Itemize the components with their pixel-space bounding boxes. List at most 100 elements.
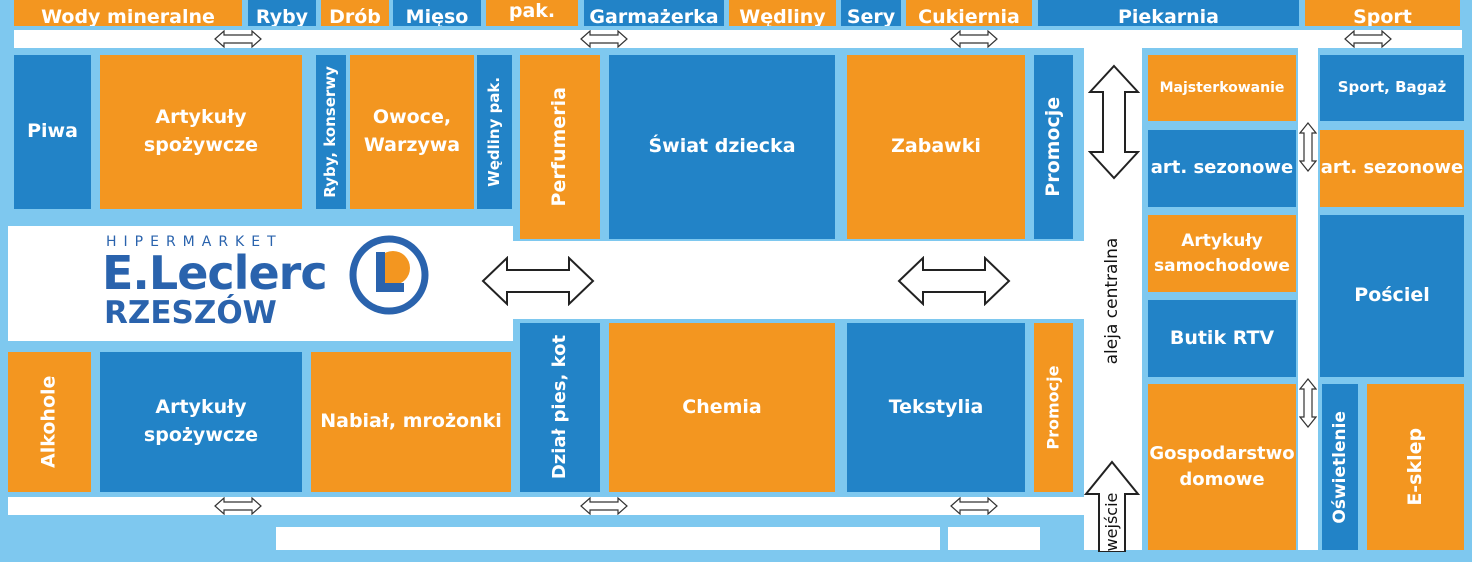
section-tekstylia[interactable]: Tekstylia <box>847 323 1025 492</box>
section-nabial-mrozonki[interactable]: Nabiał, mrożonki <box>311 352 511 492</box>
section-wody-mineralne[interactable]: Wody mineralne <box>14 0 242 26</box>
section-label: Wody mineralne <box>41 6 215 26</box>
section-label: Sport <box>1353 6 1412 26</box>
section-label: Wędliny <box>739 6 826 26</box>
section-artykuly-spozywcze-upper[interactable]: Artykuły spożywcze <box>100 55 302 209</box>
section-promocje-lower[interactable]: Promocje <box>1034 323 1073 492</box>
section-e-sklep[interactable]: E-sklep <box>1367 384 1464 550</box>
section-piekarnia[interactable]: Piekarnia <box>1038 0 1299 26</box>
section-label: Pościel <box>1354 284 1430 307</box>
section-pak[interactable]: pak. <box>486 0 578 26</box>
section-label: Artykuły samochodowe <box>1154 230 1290 276</box>
double-arrow-icon <box>950 30 998 48</box>
section-label: Zabawki <box>891 135 981 158</box>
small-vertical-arrow-icon <box>1299 378 1317 428</box>
section-label: Oświetlenie <box>1329 410 1350 524</box>
aisle-bottom <box>8 497 1084 515</box>
section-chemia[interactable]: Chemia <box>609 323 835 492</box>
section-label: Perfumeria <box>548 87 571 207</box>
section-artykuly-samochodowe[interactable]: Artykuły samochodowe <box>1148 215 1296 292</box>
large-double-arrow-icon <box>481 256 595 306</box>
section-posciel[interactable]: Pościel <box>1320 215 1464 377</box>
section-label: Artykuły spożywcze <box>143 106 259 156</box>
store-logo: HIPERMARKET E.Leclerc RZESZÓW <box>8 226 513 341</box>
section-label: Piekarnia <box>1117 6 1219 26</box>
section-label: Wędliny pak. <box>484 77 503 187</box>
section-sport-bagaz[interactable]: Sport, Bagaż <box>1320 55 1464 121</box>
section-label: Świat dziecka <box>648 135 796 158</box>
section-label: Promocje <box>1041 97 1064 197</box>
section-label: Alkohole <box>37 375 60 469</box>
section-piwa[interactable]: Piwa <box>14 55 91 209</box>
section-label: Butik RTV <box>1169 326 1275 349</box>
section-garmazerka[interactable]: Garmażerka <box>584 0 724 26</box>
section-art-sezonowe-right[interactable]: art. sezonowe <box>1320 130 1464 207</box>
logo-hypermarket: HIPERMARKET <box>106 234 283 250</box>
section-label: art. sezonowe <box>1150 157 1294 179</box>
section-ryby-top[interactable]: Ryby <box>248 0 316 26</box>
section-label: Piwa <box>27 120 78 143</box>
section-label: Nabiał, mrożonki <box>320 410 502 433</box>
entrance-arrow-icon <box>1084 460 1140 552</box>
aisle-bottom-strip <box>276 527 940 550</box>
double-arrow-icon <box>950 497 998 515</box>
section-label: Cukiernia <box>918 6 1020 26</box>
aleja-centralna-label: aleja centralna <box>1102 226 1124 376</box>
section-artykuly-spozywcze-lower[interactable]: Artykuły spożywcze <box>100 352 302 492</box>
section-wedliny-pak[interactable]: Wędliny pak. <box>477 55 512 209</box>
section-label: Sport, Bagaż <box>1337 78 1447 97</box>
section-ryby-konserwy[interactable]: Ryby, konserwy <box>316 55 346 209</box>
section-wedliny-top[interactable]: Wędliny <box>729 0 836 26</box>
double-arrow-icon <box>1344 30 1392 48</box>
section-label: pak. <box>508 0 556 23</box>
section-dzial-pies-kot[interactable]: Dział pies, kot <box>520 323 600 492</box>
section-label: Artykuły spożywcze <box>143 396 259 446</box>
wejscie-text: wejście <box>1102 492 1121 552</box>
double-arrow-icon <box>580 30 628 48</box>
section-sery[interactable]: Sery <box>841 0 901 26</box>
leclerc-emblem-icon <box>349 235 429 315</box>
section-label: Mięso <box>405 6 469 26</box>
vertical-double-arrow-icon <box>1088 64 1140 180</box>
section-mieso[interactable]: Mięso <box>393 0 481 26</box>
section-label: E-sklep <box>1403 428 1426 506</box>
section-label: Majsterkowanie <box>1159 79 1285 96</box>
section-butik-rtv[interactable]: Butik RTV <box>1148 300 1296 377</box>
aleja-centralna-text: aleja centralna <box>1102 237 1122 365</box>
section-label: Sery <box>846 6 896 26</box>
section-art-sezonowe-left[interactable]: art. sezonowe <box>1148 130 1296 207</box>
section-label: Owoce, Warzywa <box>363 106 461 156</box>
section-label: Ryby, konserwy <box>321 66 340 198</box>
aisle-top <box>14 30 1462 48</box>
section-swiat-dziecka[interactable]: Świat dziecka <box>609 55 835 239</box>
section-label: Dział pies, kot <box>548 335 570 480</box>
aisle-right <box>1298 48 1318 550</box>
section-oswietlenie[interactable]: Oświetlenie <box>1322 384 1358 550</box>
section-perfumeria[interactable]: Perfumeria <box>520 55 600 239</box>
section-cukiernia[interactable]: Cukiernia <box>906 0 1032 26</box>
wejscie-label: wejście <box>1102 482 1122 562</box>
section-gospodarstwo-domowe[interactable]: Gospodarstwo domowe <box>1148 384 1296 550</box>
section-promocje-upper[interactable]: Promocje <box>1034 55 1073 239</box>
section-drob[interactable]: Drób <box>321 0 389 26</box>
double-arrow-icon <box>214 497 262 515</box>
small-vertical-arrow-icon <box>1299 122 1317 172</box>
logo-city: RZESZÓW <box>104 295 277 331</box>
section-alkohole[interactable]: Alkohole <box>8 352 91 492</box>
section-label: Garmażerka <box>589 6 719 26</box>
section-sport-top[interactable]: Sport <box>1305 0 1460 26</box>
section-label: Chemia <box>682 395 762 418</box>
section-label: Promocje <box>1043 365 1063 450</box>
double-arrow-icon <box>580 497 628 515</box>
section-majsterkowanie[interactable]: Majsterkowanie <box>1148 55 1296 121</box>
large-double-arrow-icon <box>897 256 1011 306</box>
section-label: art. sezonowe <box>1320 157 1464 179</box>
section-label: Gospodarstwo domowe <box>1149 442 1295 490</box>
logo-brand: E.Leclerc <box>102 246 328 300</box>
section-owoce-warzywa[interactable]: Owoce, Warzywa <box>350 55 474 209</box>
section-label: Ryby <box>255 6 309 26</box>
section-zabawki[interactable]: Zabawki <box>847 55 1025 239</box>
double-arrow-icon <box>214 30 262 48</box>
aisle-bottom-strip-2 <box>948 527 1040 550</box>
section-label: Drób <box>329 6 381 26</box>
